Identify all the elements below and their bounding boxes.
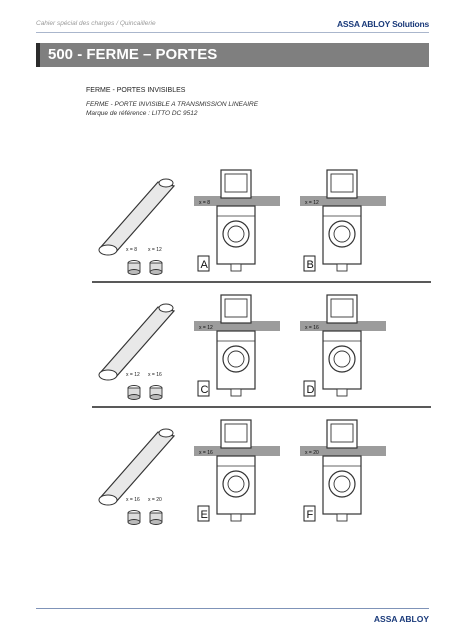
cross-section-panel-d: x = 16 D xyxy=(300,294,386,397)
panel-letter: C xyxy=(201,384,209,396)
cross-section-panel-b: x = 12 B xyxy=(300,169,386,272)
panel-x-label: x = 20 xyxy=(305,450,319,456)
panel-letter-box xyxy=(197,380,210,397)
spacer-bushing-drawing xyxy=(149,510,163,525)
header-document-title: Cahier spécial des charges / Quincailler… xyxy=(36,20,156,27)
arm-x-label: x = 20 xyxy=(148,497,162,503)
arm-x-label: x = 12 xyxy=(148,247,162,253)
spacer-bushing-drawing xyxy=(149,385,163,400)
panel-letter-box xyxy=(303,255,316,272)
chapter-title-bar: 500 - FERME – PORTES xyxy=(36,43,429,67)
chapter-title: 500 - FERME – PORTES xyxy=(48,46,218,63)
panel-letter: F xyxy=(307,509,314,521)
panel-letter: B xyxy=(307,259,314,271)
panel-x-label: x = 16 xyxy=(199,450,213,456)
closer-arm-drawing xyxy=(98,303,176,381)
spacer-bushing-drawing xyxy=(127,385,141,400)
figure-row-1: x = 8 x = 12 x = 8 Ax = 12 B xyxy=(92,169,431,283)
frame-band xyxy=(300,446,386,456)
panel-x-label: x = 8 xyxy=(199,200,210,206)
spacer-bushing-drawing xyxy=(127,260,141,275)
closer-arm-drawing xyxy=(98,178,176,256)
frame-band xyxy=(300,196,386,206)
panel-letter: E xyxy=(201,509,208,521)
section-subtitle: FERME - PORTE INVISIBLE A TRANSMISSION L… xyxy=(86,101,259,108)
panel-x-label: x = 12 xyxy=(199,325,213,331)
figure-row-2: x = 12 x = 16 x = 12 Cx = 16 D xyxy=(92,294,431,408)
panel-letter: D xyxy=(307,384,315,396)
panel-letter-box xyxy=(197,255,210,272)
panel-letter-box xyxy=(303,380,316,397)
panel-letter-box xyxy=(197,505,210,522)
arm-x-label: x = 8 xyxy=(126,247,137,253)
cross-section-panel-f: x = 20 F xyxy=(300,419,386,522)
panel-letter-box xyxy=(303,505,316,522)
frame-band xyxy=(194,446,280,456)
cross-section-panel-a: x = 8 A xyxy=(194,169,280,272)
panel-letter: A xyxy=(201,259,209,271)
arm-x-label: x = 16 xyxy=(148,372,162,378)
spacer-bushing-drawing xyxy=(127,510,141,525)
panel-x-label: x = 12 xyxy=(305,200,319,206)
cross-section-panel-c: x = 12 C xyxy=(194,294,280,397)
section-heading: FERME - PORTES INVISIBLES xyxy=(86,87,186,94)
section-reference: Marque de référence : LITTO DC 9512 xyxy=(86,110,198,117)
footer-divider xyxy=(36,608,429,609)
header-divider xyxy=(36,32,429,33)
frame-band xyxy=(300,321,386,331)
arm-x-label: x = 16 xyxy=(126,497,140,503)
frame-band xyxy=(194,321,280,331)
spacer-bushing-drawing xyxy=(149,260,163,275)
panel-x-label: x = 16 xyxy=(305,325,319,331)
header-brand-logo: ASSA ABLOY Solutions xyxy=(336,19,429,29)
arm-x-label: x = 12 xyxy=(126,372,140,378)
cross-section-panel-e: x = 16 E xyxy=(194,419,280,522)
closer-arm-drawing xyxy=(98,428,176,506)
footer-brand-logo: ASSA ABLOY xyxy=(373,614,429,624)
frame-band xyxy=(194,196,280,206)
figure-row-3: x = 16 x = 20 x = 16 Ex = 20 F xyxy=(98,419,386,525)
